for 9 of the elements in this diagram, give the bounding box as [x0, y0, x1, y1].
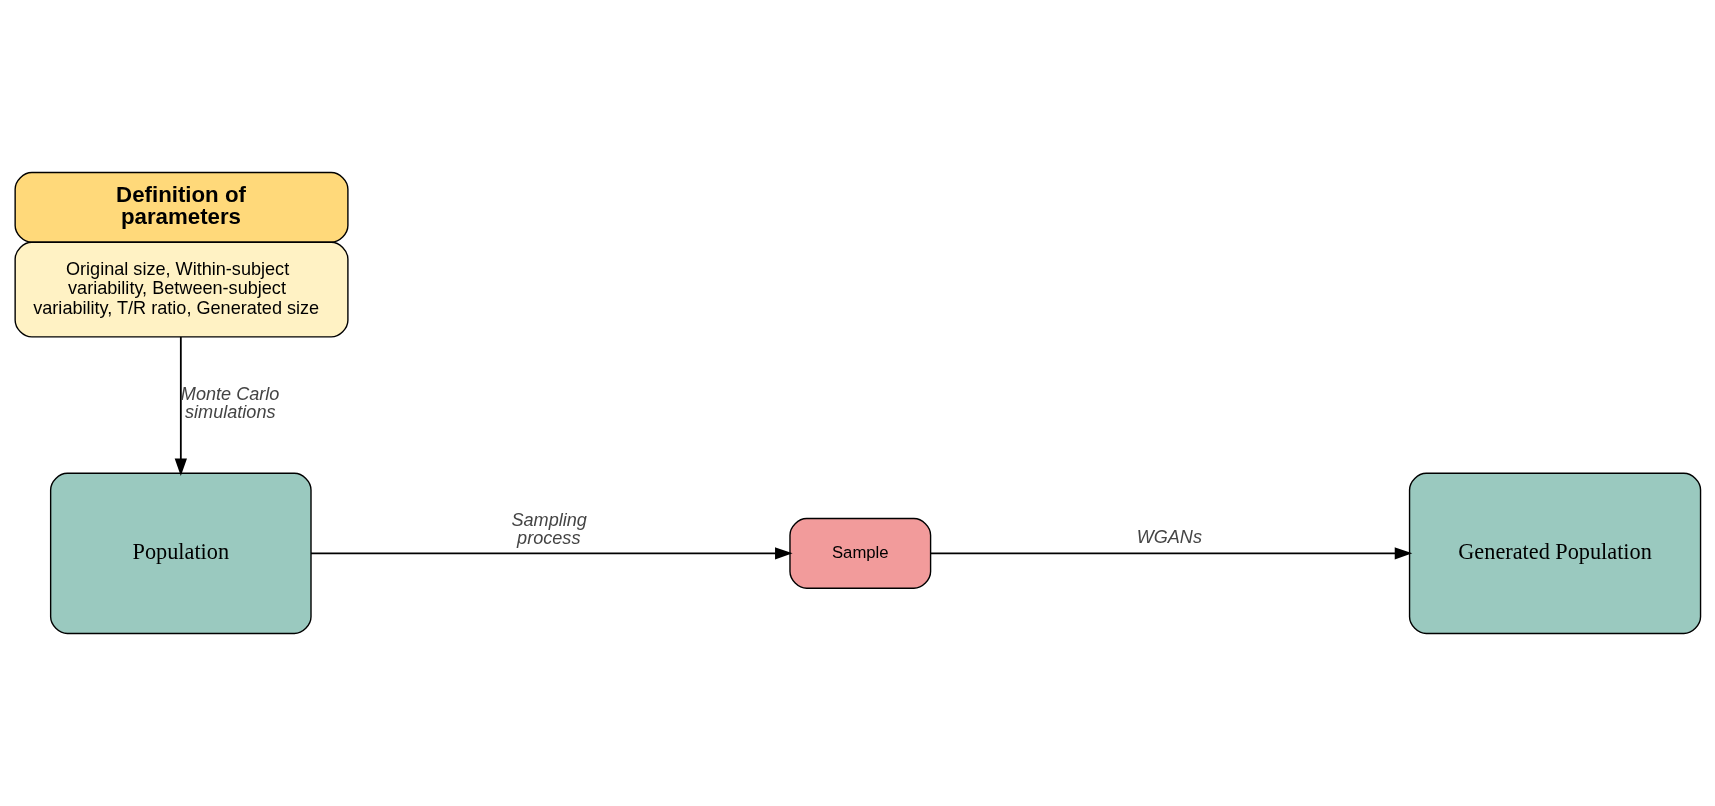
arrow	[929, 547, 1413, 560]
node-box: Population	[49, 472, 312, 635]
arrow	[310, 547, 793, 560]
node-box: Sample	[789, 517, 932, 589]
edge-label: WGANs	[1136, 526, 1203, 547]
arrow	[174, 336, 187, 476]
node-box: Generated Population	[1408, 472, 1702, 635]
edge-label: Monte Carlo simulations	[180, 384, 280, 423]
edge-label: Sampling process	[511, 510, 587, 549]
